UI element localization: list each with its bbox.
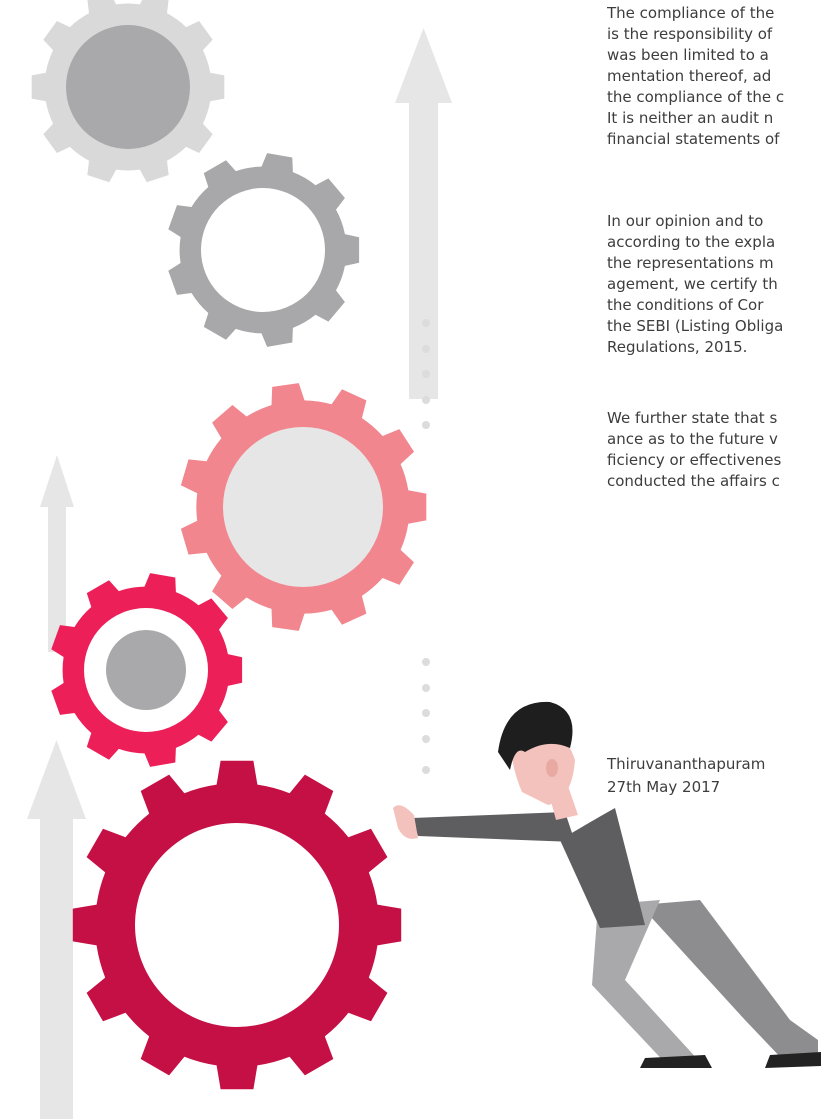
text-line: The compliance of the bbox=[607, 4, 775, 22]
paragraph-assurance: We further state that s ance as to the f… bbox=[607, 408, 821, 492]
text-line: ficiency or effectivenes bbox=[607, 451, 782, 469]
paragraph-compliance-scope: The compliance of the is the responsibil… bbox=[607, 3, 821, 150]
arrow-icon bbox=[40, 455, 74, 652]
text-line: the representations m bbox=[607, 254, 774, 272]
gear-red-icon bbox=[51, 573, 243, 767]
text-line: conducted the affairs c bbox=[607, 472, 780, 490]
gear-hub bbox=[223, 427, 383, 587]
gear-light-grey-icon bbox=[31, 0, 225, 183]
text-line: is the responsibility of bbox=[607, 25, 773, 43]
gear-crimson-icon bbox=[72, 760, 402, 1090]
gear-hub bbox=[135, 823, 339, 1027]
text-line: was been limited to a bbox=[607, 46, 769, 64]
gear-hub bbox=[201, 188, 325, 312]
text-line: ance as to the future v bbox=[607, 430, 778, 448]
signature-date: 27th May 2017 bbox=[607, 778, 721, 796]
arrow-icon bbox=[27, 740, 86, 1119]
signature-block: Thiruvananthapuram 27th May 2017 bbox=[607, 753, 765, 799]
text-line: the conditions of Cor bbox=[607, 296, 764, 314]
person-pushing-icon bbox=[393, 701, 821, 1068]
gear-hub bbox=[66, 25, 190, 149]
signature-place: Thiruvananthapuram bbox=[607, 755, 766, 773]
text-line: It is neither an audit n bbox=[607, 109, 774, 127]
text-line: mentation thereof, ad bbox=[607, 67, 772, 85]
text-line: financial statements of bbox=[607, 130, 780, 148]
text-line: the SEBI (Listing Obliga bbox=[607, 317, 784, 335]
text-line: Regulations, 2015. bbox=[607, 338, 748, 356]
arrow-icon bbox=[395, 28, 452, 399]
gear-hub-center bbox=[106, 630, 186, 710]
gear-pink-icon bbox=[180, 383, 427, 631]
dotted-line bbox=[422, 319, 430, 774]
text-line: according to the expla bbox=[607, 233, 776, 251]
paragraph-opinion: In our opinion and to according to the e… bbox=[607, 211, 821, 358]
text-line: We further state that s bbox=[607, 409, 778, 427]
text-line: In our opinion and to bbox=[607, 212, 764, 230]
report-text-column: The compliance of the is the responsibil… bbox=[607, 0, 821, 1119]
text-line: agement, we certify th bbox=[607, 275, 778, 293]
gear-grey-icon bbox=[168, 153, 360, 347]
text-line: the compliance of the c bbox=[607, 88, 785, 106]
